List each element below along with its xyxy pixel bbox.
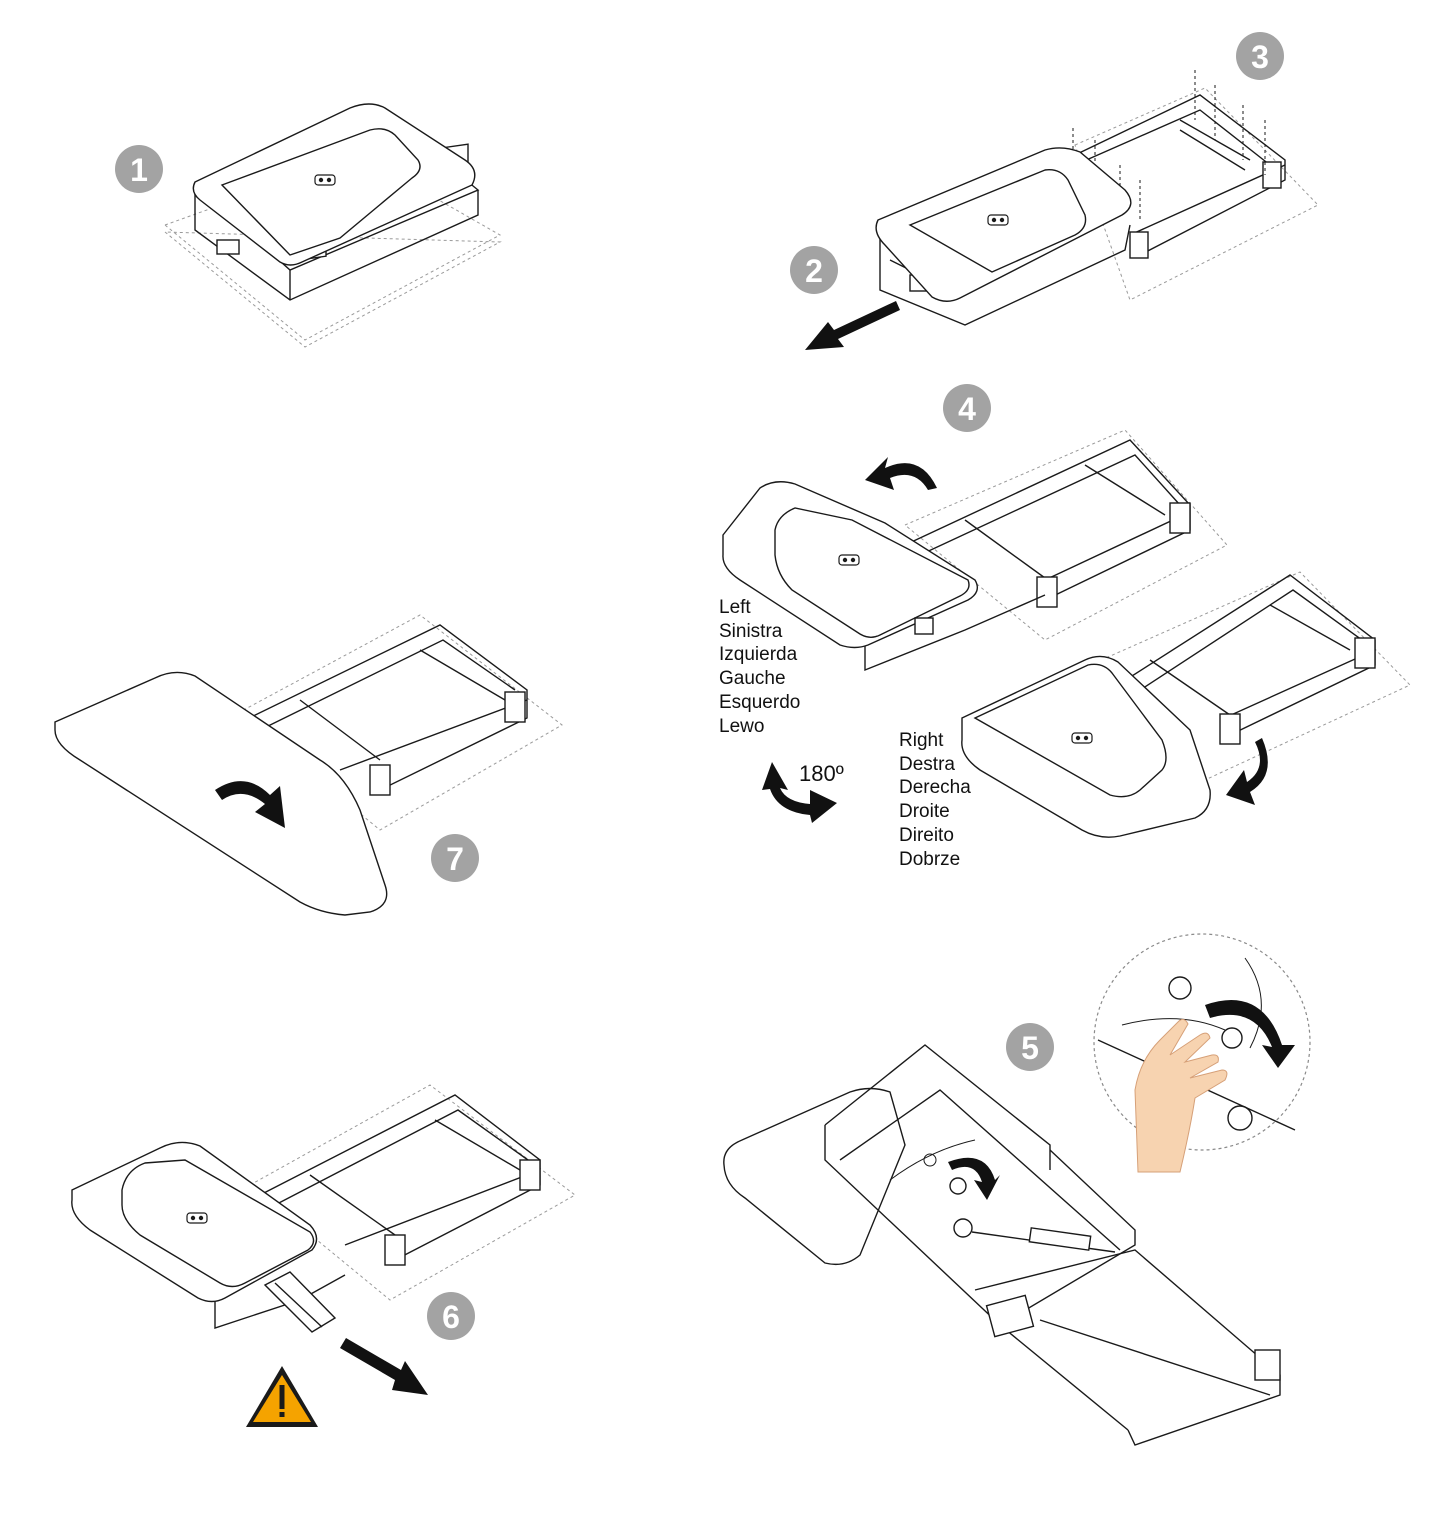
step-number: 5: [1021, 1030, 1039, 1066]
step-badge-4: 4: [943, 384, 991, 432]
step-5-illustration: [723, 933, 1311, 1446]
label-izquierda: Izquierda: [719, 644, 798, 666]
step-1-illustration: [163, 103, 502, 348]
label-droite: Droite: [899, 801, 950, 823]
step-number: 3: [1251, 39, 1269, 75]
step-number: 4: [958, 391, 976, 427]
step-number: 1: [130, 152, 148, 188]
pull-arrow-icon: [805, 301, 900, 350]
rotate-180-icon: [762, 762, 837, 823]
pull-arrow-icon: [340, 1338, 428, 1395]
label-destra: Destra: [899, 753, 955, 775]
step-badge-5: 5: [1006, 1023, 1054, 1071]
step-4-left-illustration: [722, 429, 1228, 672]
rotate-arrow-icon: [215, 781, 285, 828]
rotate-arrow-down-icon: [1226, 738, 1268, 805]
label-dobrze: Dobrze: [899, 848, 961, 870]
label-left: Left: [719, 597, 751, 618]
left-orientation-labels: Left Sinistra Izquierda Gauche Esquerdo …: [719, 596, 800, 738]
step-badge-6: 6: [427, 1292, 475, 1340]
label-direito: Direito: [899, 824, 954, 846]
warning-triangle-icon: [246, 1366, 318, 1427]
detail-zoom-circle: [1093, 933, 1311, 1173]
step-badge-1: 1: [115, 145, 163, 193]
hand-icon: [1134, 1018, 1228, 1173]
step-4-right-illustration: [762, 571, 1411, 838]
label-derecha: Derecha: [899, 777, 971, 799]
right-orientation-labels: Right Destra Derecha Droite Direito Dobr…: [899, 729, 971, 871]
label-right: Right: [899, 730, 944, 751]
label-sinistra: Sinistra: [719, 620, 783, 642]
step-number: 2: [805, 253, 823, 289]
rotate-arrow-top-icon: [865, 457, 937, 490]
rotate-arrow-icon: [948, 1157, 1000, 1200]
step-number: 7: [446, 841, 464, 877]
step-badge-2: 2: [790, 246, 838, 294]
step-2-3-illustration: [805, 70, 1319, 350]
step-7-illustration: [54, 614, 563, 916]
step-badge-3: 3: [1236, 32, 1284, 80]
step-number: 6: [442, 1299, 460, 1335]
label-lewo: Lewo: [719, 715, 765, 737]
rotation-angle-label: 180º: [799, 761, 844, 786]
step-6-illustration: [71, 1084, 576, 1427]
label-esquerdo: Esquerdo: [719, 691, 801, 713]
label-gauche: Gauche: [719, 668, 786, 690]
step-badge-7: 7: [431, 834, 479, 882]
